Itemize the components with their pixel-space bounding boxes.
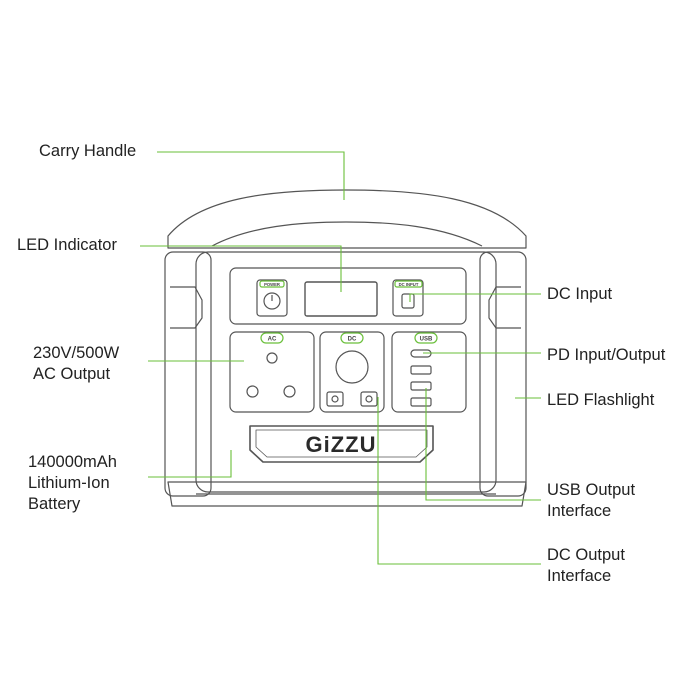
led-indicator-callout-line — [140, 245, 342, 292]
left-wall — [164, 251, 212, 497]
dc-section — [319, 331, 385, 413]
dc-input-tag-text: DC INPUT — [399, 282, 419, 287]
dc-tag — [340, 332, 364, 344]
right-grip-slot — [488, 286, 521, 329]
dc-input-callout-line — [409, 293, 541, 302]
carry-handle-label: Carry Handle — [39, 142, 137, 160]
carry-handle-shape — [167, 189, 527, 249]
logo-plate — [249, 425, 434, 463]
led-flashlight-label: LED Flashlight — [547, 391, 655, 409]
dc-port-2-icon — [360, 391, 378, 407]
dc-input-housing — [392, 279, 424, 317]
led-indicator-label: LED Indicator — [17, 236, 117, 254]
ac-socket-live-icon — [246, 385, 259, 398]
usb-port-3-icon — [410, 397, 432, 407]
usb-section — [391, 331, 467, 413]
battery-label: 140000mAh Lithium-Ion Battery — [28, 453, 117, 513]
ac-output-label: 230V/500W AC Output — [33, 344, 120, 383]
usb-output-callout-line — [425, 388, 541, 501]
dc-output-label: DC Output Interface — [547, 546, 625, 585]
dc-input-label: DC Input — [547, 285, 613, 303]
top-panel — [229, 267, 467, 325]
power-tag — [259, 280, 285, 288]
ac-socket-earth-icon — [266, 352, 278, 364]
car-socket-icon — [335, 350, 369, 384]
power-button-housing — [256, 279, 288, 317]
dc-input-port-icon[interactable] — [401, 293, 415, 309]
dc-input-tag — [394, 280, 423, 288]
usb-port-1-icon — [410, 365, 432, 375]
ac-section — [229, 331, 315, 413]
usb-tag-text: USB — [420, 337, 433, 343]
power-tag-text: POWER — [264, 282, 280, 287]
handle-grip-shape — [211, 221, 483, 247]
usb-output-label: USB Output Interface — [547, 481, 636, 520]
left-grip-slot — [170, 286, 203, 329]
usb-port-2-icon — [410, 381, 432, 391]
carry-handle-callout-line — [157, 151, 345, 200]
right-wall — [479, 251, 527, 497]
battery-callout-line — [148, 450, 232, 478]
dc-output-callout-line — [377, 397, 541, 565]
brand-logo: GiZZU — [306, 432, 377, 457]
ac-tag-text: AC — [268, 337, 277, 343]
pd-io-label: PD Input/Output — [547, 346, 666, 364]
usb-tag — [414, 332, 438, 344]
dc-port-1-icon — [326, 391, 344, 407]
power-icon[interactable] — [263, 292, 281, 310]
dc-tag-text: DC — [348, 337, 357, 343]
main-body — [195, 251, 497, 493]
ac-tag — [260, 332, 284, 344]
base-plinth — [167, 481, 527, 507]
ac-socket-neutral-icon — [283, 385, 296, 398]
